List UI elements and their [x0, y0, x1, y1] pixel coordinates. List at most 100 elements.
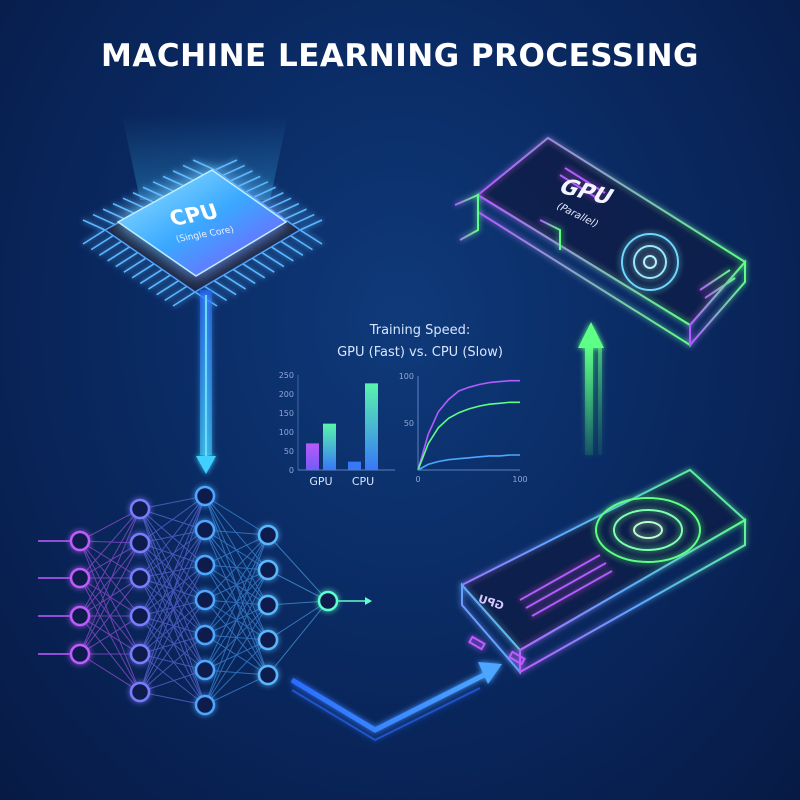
network-connection — [139, 653, 206, 706]
cpu-pin — [132, 191, 156, 204]
network-node — [194, 694, 216, 716]
network-connection — [79, 508, 141, 542]
cpu-chip-icon — [82, 115, 323, 307]
neural-network-icon — [38, 485, 372, 716]
cpu-pin — [242, 263, 266, 279]
network-connection — [204, 639, 269, 706]
output-arrow-icon — [365, 597, 372, 605]
cpu-pin — [182, 164, 206, 177]
network-node — [257, 664, 279, 686]
network-connection — [139, 564, 206, 579]
network-connection — [139, 529, 206, 655]
network-node — [69, 605, 91, 627]
cpu-pin — [115, 251, 139, 268]
gpu-card-icon — [454, 136, 747, 348]
cpu-pin — [251, 257, 275, 273]
line-chart-y-tick: 100 — [399, 372, 414, 381]
network-connection — [79, 615, 141, 655]
bar — [365, 383, 378, 470]
network-connection — [139, 599, 206, 655]
cpu-pin — [122, 197, 146, 209]
cpu-pin — [222, 164, 246, 177]
line-chart-x-tick: 100 — [512, 475, 527, 484]
cpu-pin — [107, 246, 130, 262]
network-connection — [204, 569, 269, 706]
cpu-pin — [214, 159, 238, 171]
network-node — [69, 643, 91, 665]
network-connection — [139, 615, 206, 671]
cpu-light-beam — [122, 115, 288, 200]
cpu-pin — [172, 170, 196, 182]
cpu-pin — [213, 280, 237, 296]
cpu-to-network-arrow — [196, 290, 216, 474]
network-connection — [139, 564, 206, 617]
network-connections — [79, 495, 329, 706]
network-connection — [79, 508, 141, 655]
cpu-pin — [139, 268, 163, 285]
network-connection — [267, 600, 329, 676]
bar — [323, 423, 336, 470]
network-node — [317, 590, 339, 612]
network-node — [129, 643, 151, 665]
network-connection — [204, 534, 269, 706]
cpu-pin — [148, 274, 171, 290]
cpu-pin — [164, 285, 188, 302]
cpu-pin — [223, 274, 247, 290]
cpu-pin — [284, 208, 307, 220]
network-connection — [204, 534, 269, 566]
cpu-pin — [156, 280, 180, 296]
network-node — [257, 594, 279, 616]
network-to-gpu-arrow — [290, 662, 502, 742]
network-connection — [204, 534, 269, 636]
cpu-pin — [142, 186, 166, 199]
cpu-pin — [98, 240, 122, 256]
network-connection — [139, 529, 206, 617]
cpu-pin — [92, 213, 116, 226]
line-chart: 50 100 0 100 — [399, 372, 528, 484]
cpu-pin — [230, 170, 253, 182]
cpu-pin — [102, 208, 126, 220]
network-node — [69, 530, 91, 552]
down-arrow-head-icon — [196, 456, 216, 474]
bar-chart-y-tick: 100 — [279, 428, 294, 437]
network-node — [129, 532, 151, 554]
cpu-pin — [131, 263, 155, 279]
cpu-pin — [123, 257, 147, 273]
bar — [306, 443, 319, 470]
network-connection — [79, 540, 141, 579]
network-node — [194, 519, 216, 541]
flow-arrow-icon — [478, 662, 502, 684]
bar-chart-category-label: CPU — [352, 475, 374, 488]
cpu-pin — [204, 285, 227, 302]
network-node — [257, 559, 279, 581]
cpu-pin — [232, 268, 256, 285]
cpu-pin — [82, 229, 106, 245]
gpu-card-bottom-icon — [460, 468, 747, 675]
cpu-pin — [261, 191, 284, 204]
line-chart-y-tick: 50 — [404, 419, 414, 428]
cpu-pin — [162, 175, 186, 188]
network-connection — [267, 600, 329, 641]
cpu-pin — [253, 186, 276, 199]
network-connection — [139, 669, 206, 693]
network-connection — [139, 653, 206, 671]
cpu-pin — [90, 234, 114, 251]
network-connection — [204, 534, 269, 671]
page-title: MACHINE LEARNING PROCESSING — [101, 38, 699, 74]
line-chart-x-tick: 0 — [415, 475, 420, 484]
line-series — [417, 401, 520, 471]
cpu-pin — [112, 202, 136, 215]
network-node — [194, 589, 216, 611]
up-arrow-head-icon — [578, 322, 604, 348]
network-connection — [139, 691, 206, 706]
cpu-pin — [280, 240, 304, 256]
cpu-pin — [291, 213, 315, 226]
cpu-pin — [270, 246, 294, 262]
network-connection — [139, 615, 206, 636]
network-connection — [79, 653, 141, 693]
network-connection — [79, 542, 141, 579]
network-node — [194, 554, 216, 576]
network-connection — [139, 564, 206, 655]
network-node — [194, 624, 216, 646]
